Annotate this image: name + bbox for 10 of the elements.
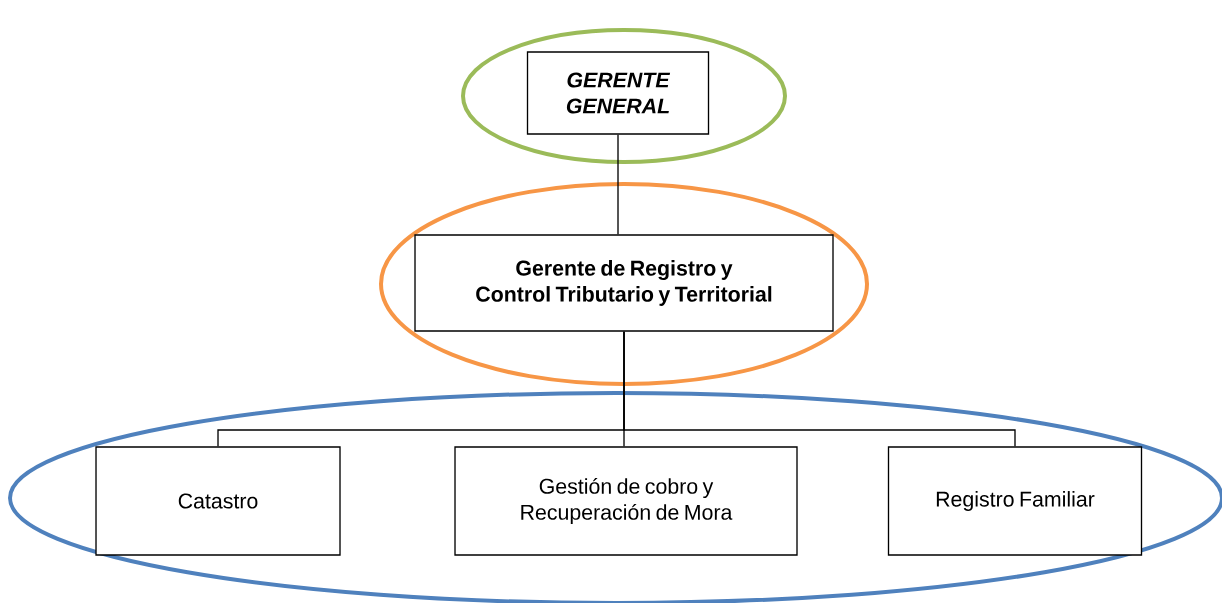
- connector-line: [623, 331, 1016, 447]
- ellipse-outline: [461, 28, 787, 164]
- org-box: Registro Familiar: [887, 446, 1143, 556]
- org-box: Gerente de Registro y Control Tributario y Territorial: [414, 234, 834, 332]
- connector-line: [617, 134, 619, 235]
- ellipse-outline: [8, 391, 1222, 603]
- org-box: Catastro: [95, 446, 341, 556]
- org-box: Gestión de cobro y Recuperación de Mora: [454, 446, 798, 556]
- org-box: GERENTE GENERAL: [526, 51, 710, 135]
- ellipse-outline: [379, 182, 869, 386]
